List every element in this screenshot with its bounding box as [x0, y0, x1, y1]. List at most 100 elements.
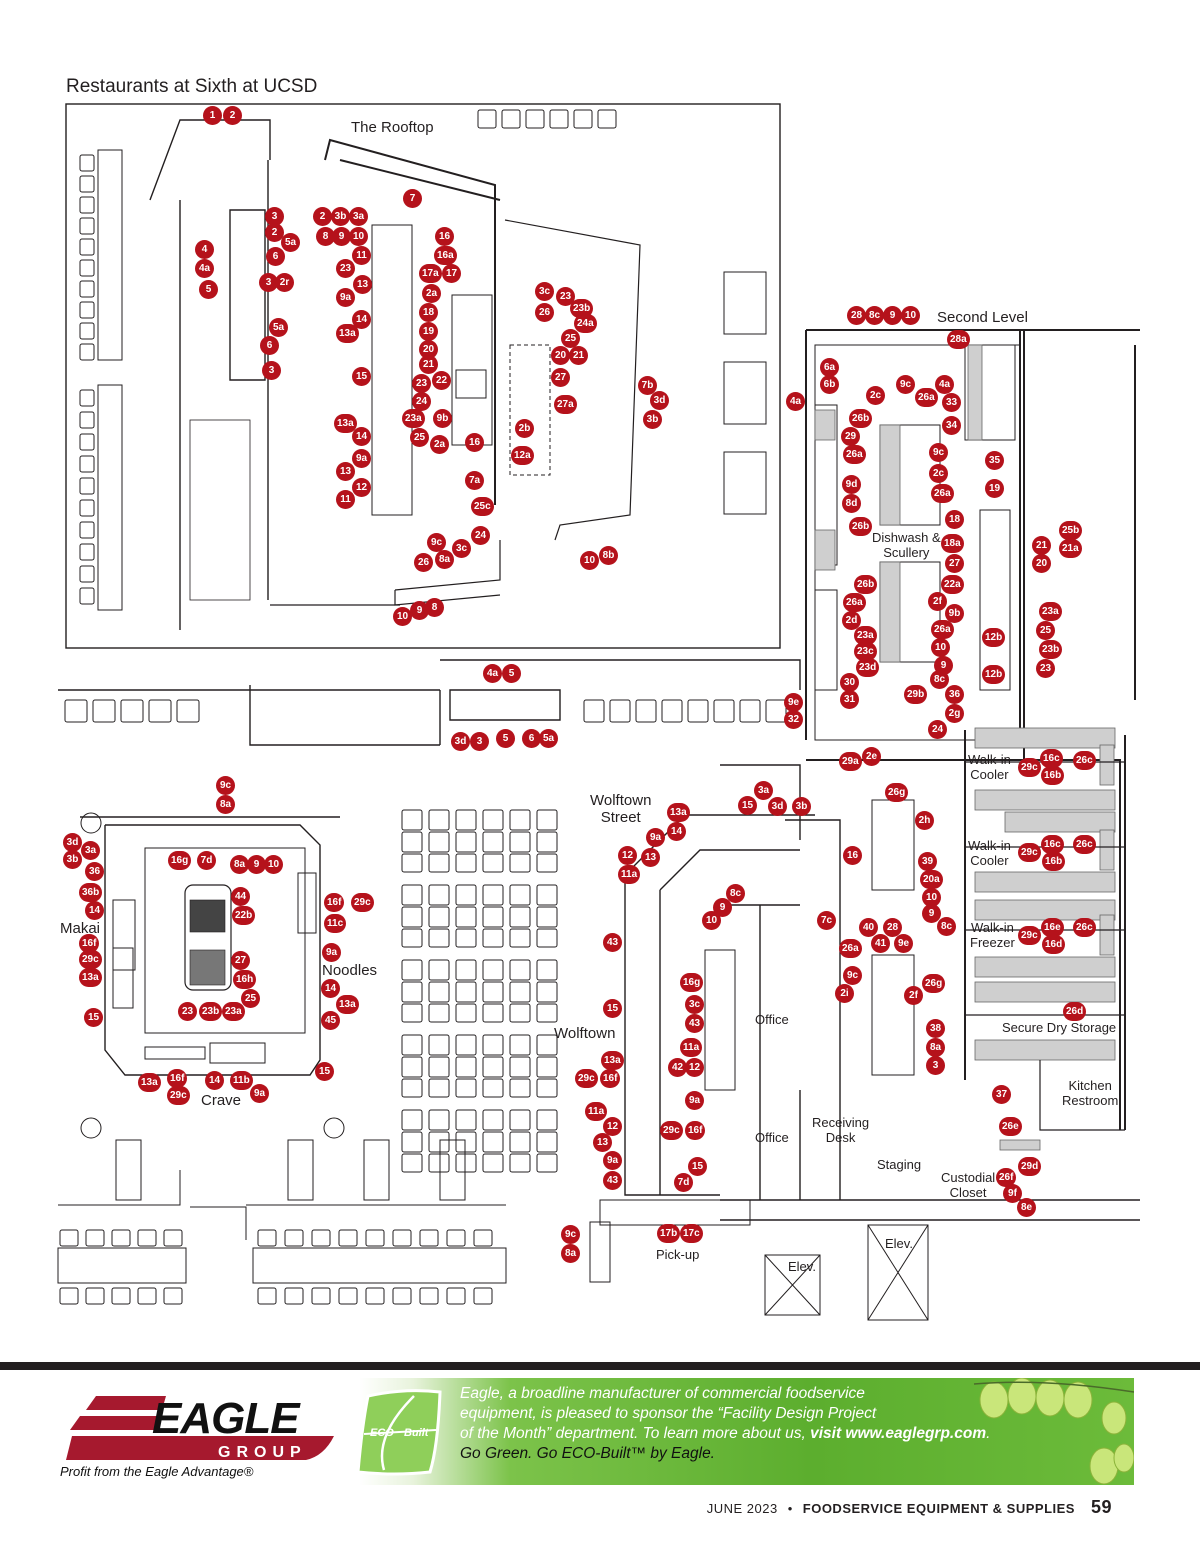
sponsor-ad[interactable]: EAGLE GROUP Profit from the Eagle Advant…	[58, 1378, 1134, 1485]
equipment-tag: 29a	[839, 752, 862, 771]
equipment-tag: 41	[871, 934, 890, 953]
equipment-tag: 24	[471, 526, 490, 545]
room-walkin-cooler-2: Walk-in Cooler	[968, 838, 1011, 868]
dining-chair	[428, 1109, 450, 1131]
equipment-tag: 12a	[511, 446, 534, 465]
dining-chair	[509, 1109, 531, 1131]
equipment-tag: 29b	[904, 685, 928, 704]
equipment-tag: 9a	[250, 1084, 269, 1103]
dining-chair	[428, 1153, 450, 1173]
equipment-tag: 3b	[792, 797, 811, 816]
equipment-tag: 22b	[232, 906, 256, 925]
equipment-tag: 23d	[856, 658, 880, 677]
equipment-tag: 35	[985, 451, 1004, 470]
equipment-tag: 27	[231, 951, 250, 970]
equipment-tag: 25	[410, 428, 429, 447]
equipment-tag: 2c	[929, 464, 948, 483]
dining-table	[428, 831, 450, 853]
dining-chair	[428, 928, 450, 948]
equipment-tag: 3b	[63, 850, 82, 869]
dining-table	[455, 981, 477, 1003]
equipment-tag: 27	[945, 554, 964, 573]
equipment-tag: 9c	[929, 443, 948, 462]
equipment-tag: 32	[784, 710, 803, 729]
equipment-tag: 13	[593, 1133, 612, 1152]
page-footer: JUNE 2023 • FOODSERVICE EQUIPMENT & SUPP…	[707, 1497, 1112, 1518]
dining-table	[509, 831, 531, 853]
equipment-tag: 28a	[947, 330, 970, 349]
bench-chair	[79, 521, 95, 539]
equipment-tag: 3b	[643, 410, 662, 429]
equipment-tag: 9a	[322, 943, 341, 962]
equipment-tag: 8c	[930, 670, 949, 689]
equipment-tag: 26	[535, 303, 554, 322]
equipment-tag: 4a	[935, 375, 954, 394]
dining-chair	[482, 928, 504, 948]
dining-table	[401, 906, 423, 928]
equipment-tag: 9a	[603, 1151, 622, 1170]
room-kitchen-restroom: Kitchen Restroom	[1062, 1078, 1119, 1108]
area-second-level: Second Level	[937, 309, 1028, 326]
equipment-tag: 36b	[79, 883, 103, 902]
chair	[284, 1287, 304, 1305]
lower-kitchen-walls	[806, 730, 1126, 1130]
equipment-tag: 10	[901, 306, 920, 325]
equipment-tag: 2h	[915, 811, 934, 830]
equipment-tag: 11a	[585, 1102, 608, 1121]
equipment-tag: 26e	[999, 1117, 1022, 1136]
dining-table	[482, 831, 504, 853]
equipment-tag: 13a	[79, 968, 102, 987]
equipment-tag: 5	[496, 729, 515, 748]
equipment-tag: 3	[926, 1056, 945, 1075]
dining-chair	[509, 1003, 531, 1023]
equipment-tag: 37	[992, 1085, 1011, 1104]
dining-chair	[455, 1034, 477, 1056]
equipment-tag: 2d	[842, 611, 861, 630]
room-walkin-freezer: Walk-in Freezer	[970, 920, 1015, 950]
equipment-tag: 13a	[138, 1073, 161, 1092]
dining-table	[428, 981, 450, 1003]
equipment-tag: 11	[352, 246, 371, 265]
equipment-tag: 2g	[945, 704, 964, 723]
dining-chair	[482, 809, 504, 831]
ad-website-link[interactable]: visit www.eaglegrp.com	[810, 1425, 987, 1442]
equipment-tag: 16b	[1041, 766, 1065, 785]
bar-stool	[635, 699, 657, 723]
dining-table	[536, 1131, 558, 1153]
equipment-tag: 21a	[1059, 539, 1082, 558]
bench-chair	[79, 433, 95, 451]
dining-chair	[536, 853, 558, 873]
equipment-tag: 21	[419, 355, 438, 374]
equipment-tag: 5a	[269, 318, 288, 337]
equipment-tag: 1	[203, 106, 222, 125]
equipment-tag: 8c	[937, 917, 956, 936]
equipment-tag: 9a	[336, 288, 355, 307]
footer-separator: •	[787, 1501, 793, 1516]
chair	[365, 1287, 385, 1305]
chair	[473, 1229, 493, 1247]
dining-chair	[401, 1034, 423, 1056]
equipment-tag: 28	[883, 918, 902, 937]
equipment-tag: 7d	[197, 851, 216, 870]
equipment-tag: 26a	[931, 620, 954, 639]
equipment-tag: 26b	[854, 575, 878, 594]
equipment-tag: 11a	[618, 865, 641, 884]
equipment-tag: 24	[928, 720, 947, 739]
dining-chair	[536, 809, 558, 831]
equipment-tag: 17c	[680, 1224, 703, 1243]
dining-table	[428, 1131, 450, 1153]
equipment-tag: 15	[688, 1157, 707, 1176]
rooftop-chair	[573, 109, 593, 129]
equipment-tag: 12	[603, 1117, 622, 1136]
equipment-tag: 2b	[515, 419, 534, 438]
dining-chair	[482, 1003, 504, 1023]
dining-table	[482, 906, 504, 928]
equipment-tag: 26f	[996, 1168, 1017, 1187]
equipment-tag: 5a	[539, 729, 558, 748]
equipment-tag: 16f	[167, 1069, 188, 1088]
equipment-tag: 9f	[1003, 1184, 1022, 1203]
dining-chair	[455, 853, 477, 873]
bar-stool	[609, 699, 631, 723]
equipment-tag: 20	[551, 346, 570, 365]
bar-stool	[661, 699, 683, 723]
